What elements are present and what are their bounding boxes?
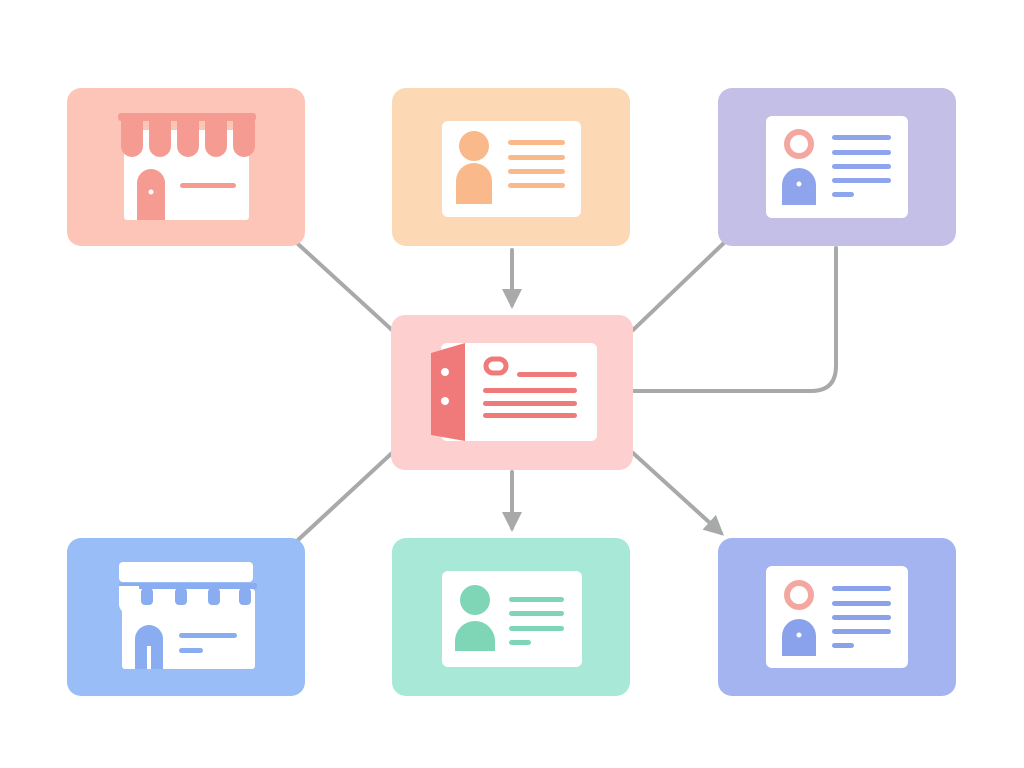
id-card-icon (718, 88, 956, 246)
profile-card-icon (392, 538, 630, 696)
edge-id-top-to-hub (631, 238, 729, 332)
id-card-icon (718, 538, 956, 696)
node-store-bottom (67, 538, 305, 696)
storefront-icon (67, 88, 305, 246)
node-store-top (67, 88, 305, 246)
edge-store-top-to-hub (296, 242, 394, 332)
profile-card-icon (392, 88, 630, 246)
node-id-bottom (718, 538, 956, 696)
edge-hub-to-store-bottom (296, 451, 394, 542)
edge-id-top-elbow-to-hub (632, 246, 838, 393)
node-profile-bottom (392, 538, 630, 696)
node-id-top (718, 88, 956, 246)
node-hub (391, 315, 633, 470)
ticket-card-icon (391, 315, 633, 470)
storefront-icon (67, 538, 305, 696)
node-profile-top (392, 88, 630, 246)
edge-hub-to-id-bottom (631, 451, 724, 536)
